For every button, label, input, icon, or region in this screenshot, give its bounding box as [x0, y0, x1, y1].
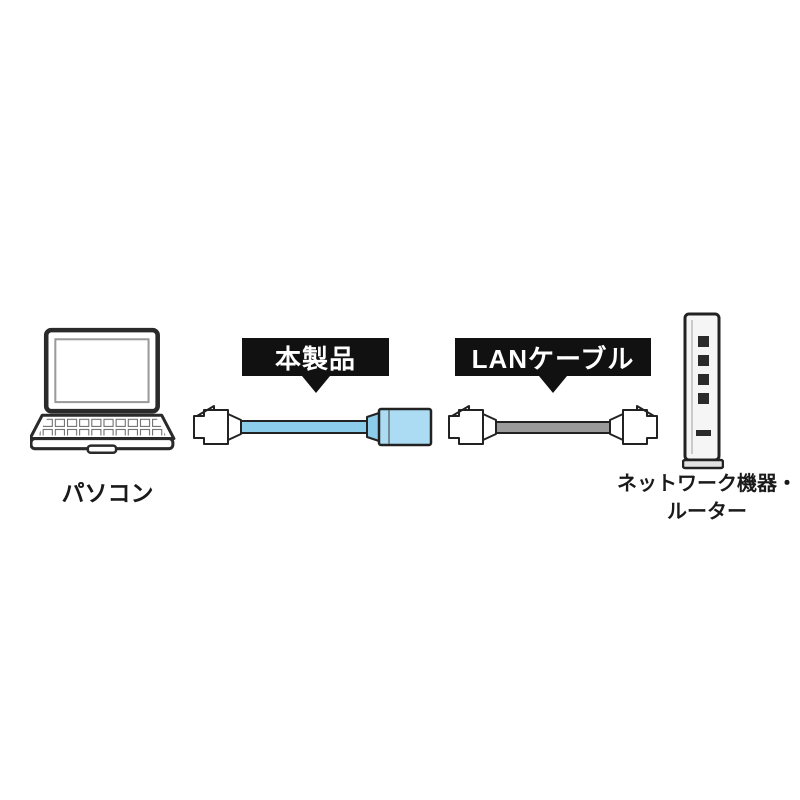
lan-cable-icon: [448, 405, 658, 445]
down-arrow-icon: [539, 376, 567, 393]
router-icon: [682, 312, 724, 470]
laptop-label: パソコン: [61, 480, 154, 506]
router-label-line1: ネットワーク機器・: [617, 473, 797, 495]
router-label: ネットワーク機器・ ルーター: [606, 471, 800, 526]
lan-cable-callout: LANケーブル: [455, 338, 651, 393]
product-cable-icon: [193, 405, 433, 447]
rj45-plug-icon: [609, 405, 658, 445]
laptop-icon: [30, 327, 176, 455]
rj45-plug-icon: [448, 405, 497, 445]
product-callout: 本製品: [242, 338, 389, 393]
router-label-line2: ルーター: [667, 500, 747, 523]
down-arrow-icon: [301, 376, 330, 393]
coupler-icon: [377, 407, 433, 447]
lan-cable-callout-label: LANケーブル: [471, 343, 635, 374]
product-callout-label: 本製品: [274, 343, 356, 374]
rj45-plug-icon: [193, 405, 242, 445]
